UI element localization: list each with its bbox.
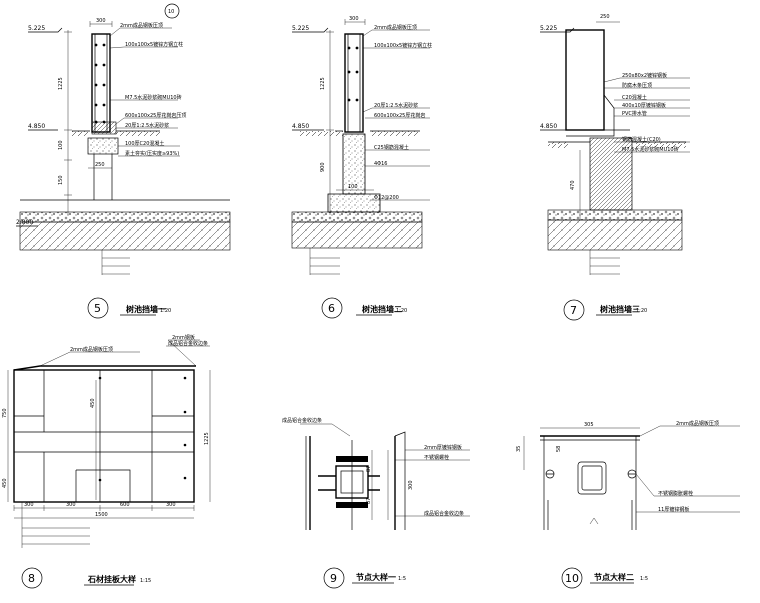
detail7-title: 树池挡墙三 <box>600 304 640 314</box>
svg-text:58: 58 <box>556 446 562 452</box>
detail10-title: 节点大样二 <box>594 572 634 582</box>
svg-text:M7.5水泥砂浆砌MU10砖: M7.5水泥砂浆砌MU10砖 <box>622 146 679 153</box>
detail5-callout-marker: 10 <box>168 9 174 15</box>
detail-9: 87 87 300 成品铝合金收边条 2mm厚镀锌钢板 不锈钢螺栓 成品铝合金收… <box>282 417 470 589</box>
svg-text:M7.5水泥砂浆砌MU10砖: M7.5水泥砂浆砌MU10砖 <box>125 94 182 101</box>
detail-7: 5.225 4.850 250 470 250x80x2镀锌钢板 防腐木条压顶 … <box>540 14 690 321</box>
svg-text:400x10厚镀锌钢板: 400x10厚镀锌钢板 <box>622 102 666 109</box>
svg-text:5.225: 5.225 <box>540 25 557 32</box>
svg-text:11厚镀锌钢板: 11厚镀锌钢板 <box>658 506 689 513</box>
detail6-title: 树池挡墙二 <box>362 304 402 314</box>
svg-text:成品铝合金收边条: 成品铝合金收边条 <box>424 510 464 517</box>
svg-text:300: 300 <box>408 480 414 490</box>
svg-text:87: 87 <box>366 498 372 504</box>
svg-text:4.850: 4.850 <box>540 123 557 130</box>
svg-text:600x100x25厚花岗岩压顶: 600x100x25厚花岗岩压顶 <box>125 112 186 119</box>
detail-6: 5.225 4.850 1225 900 300 100 2mm成品钢板压顶 1… <box>291 16 432 319</box>
detail6-number: 6 <box>328 302 335 315</box>
svg-text:5.225: 5.225 <box>292 25 309 32</box>
svg-text:成品铝合金收边条: 成品铝合金收边条 <box>168 340 208 347</box>
svg-text:4.850: 4.850 <box>292 123 309 130</box>
svg-text:20厚1:2.5水泥砂浆: 20厚1:2.5水泥砂浆 <box>125 122 169 129</box>
detail8-scale: 1:15 <box>140 578 151 584</box>
svg-text:不锈钢螺栓: 不锈钢螺栓 <box>424 454 449 461</box>
svg-text:2mm钢板: 2mm钢板 <box>172 334 195 341</box>
svg-text:100厚C20混凝土: 100厚C20混凝土 <box>125 140 164 147</box>
svg-text:1225: 1225 <box>58 77 64 90</box>
detail8-title: 石材挂板大样 <box>87 574 136 584</box>
svg-text:成品铝合金收边条: 成品铝合金收边条 <box>282 417 322 424</box>
svg-text:600: 600 <box>120 502 130 508</box>
svg-text:100x100x5镀锌方钢立柱: 100x100x5镀锌方钢立柱 <box>125 41 183 48</box>
detail-8: 750 450 450 1225 300 300 600 300 1500 2m… <box>2 334 211 589</box>
svg-text:300: 300 <box>24 502 34 508</box>
svg-text:不锈钢膨胀螺栓: 不锈钢膨胀螺栓 <box>658 490 693 497</box>
svg-text:900: 900 <box>320 162 326 172</box>
svg-text:Φ12@200: Φ12@200 <box>374 195 399 201</box>
detail5-level-top: 5.225 <box>28 25 45 32</box>
detail5-number: 5 <box>94 302 101 315</box>
detail-5: 5.225 4.850 2.800 1225 100 150 300 250 <box>16 3 231 319</box>
detail-10: 305 35 58 2mm成品钢板压顶 不锈钢膨胀螺栓 11厚镀锌钢板 10 节… <box>516 420 740 589</box>
svg-text:钢筋混凝土(C20): 钢筋混凝土(C20) <box>622 136 661 143</box>
detail7-scale: 1:20 <box>636 308 647 314</box>
svg-text:100: 100 <box>58 140 64 150</box>
svg-text:C20混凝土: C20混凝土 <box>622 94 647 101</box>
detail8-number: 8 <box>28 572 35 585</box>
detail9-number: 9 <box>330 572 337 585</box>
svg-text:35: 35 <box>516 446 522 452</box>
detail7-number: 7 <box>570 304 577 317</box>
svg-text:300: 300 <box>349 16 359 22</box>
svg-text:470: 470 <box>570 180 576 190</box>
detail9-scale: 1:5 <box>398 576 406 582</box>
detail9-title: 节点大样一 <box>356 572 396 582</box>
svg-text:300: 300 <box>166 502 176 508</box>
svg-text:素土夯实(压实度≥93%): 素土夯实(压实度≥93%) <box>125 150 179 157</box>
svg-text:300: 300 <box>96 18 106 24</box>
svg-text:300: 300 <box>66 502 76 508</box>
svg-text:150: 150 <box>58 175 64 185</box>
svg-text:600x100x25厚花岗岩: 600x100x25厚花岗岩 <box>374 112 425 119</box>
svg-text:1500: 1500 <box>95 512 108 518</box>
svg-text:PVC排水管: PVC排水管 <box>622 110 647 117</box>
svg-text:250x80x2镀锌钢板: 250x80x2镀锌钢板 <box>622 72 667 79</box>
svg-text:防腐木条压顶: 防腐木条压顶 <box>622 82 652 89</box>
svg-text:20厚1:2.5水泥砂浆: 20厚1:2.5水泥砂浆 <box>374 102 418 109</box>
detail5-title: 树池挡墙一 <box>126 304 166 314</box>
detail10-number: 10 <box>565 572 579 585</box>
detail10-scale: 1:5 <box>640 576 648 582</box>
detail5-level-mid: 4.850 <box>28 123 45 130</box>
detail6-scale: 1:20 <box>396 308 407 314</box>
svg-text:250: 250 <box>600 14 610 20</box>
svg-text:2mm成品钢板压顶: 2mm成品钢板压顶 <box>70 346 113 353</box>
svg-text:1225: 1225 <box>320 77 326 90</box>
svg-text:1225: 1225 <box>204 432 210 445</box>
svg-text:87: 87 <box>366 466 372 472</box>
svg-text:2mm厚镀锌钢板: 2mm厚镀锌钢板 <box>424 444 462 451</box>
svg-text:C25钢筋混凝土: C25钢筋混凝土 <box>374 144 409 151</box>
svg-text:305: 305 <box>584 422 594 428</box>
detail5-scale: 1:20 <box>160 308 171 314</box>
svg-text:450: 450 <box>2 478 8 488</box>
svg-text:100x100x5镀锌方钢立柱: 100x100x5镀锌方钢立柱 <box>374 42 432 49</box>
svg-text:2mm成品钢板压顶: 2mm成品钢板压顶 <box>374 24 417 31</box>
svg-text:2mm成品钢板压顶: 2mm成品钢板压顶 <box>676 420 719 427</box>
svg-text:4Φ16: 4Φ16 <box>374 161 387 167</box>
svg-text:100: 100 <box>348 184 358 190</box>
svg-text:750: 750 <box>2 408 8 418</box>
svg-text:2mm成品钢板压顶: 2mm成品钢板压顶 <box>120 22 163 29</box>
svg-text:450: 450 <box>90 398 96 408</box>
svg-text:250: 250 <box>95 162 105 168</box>
